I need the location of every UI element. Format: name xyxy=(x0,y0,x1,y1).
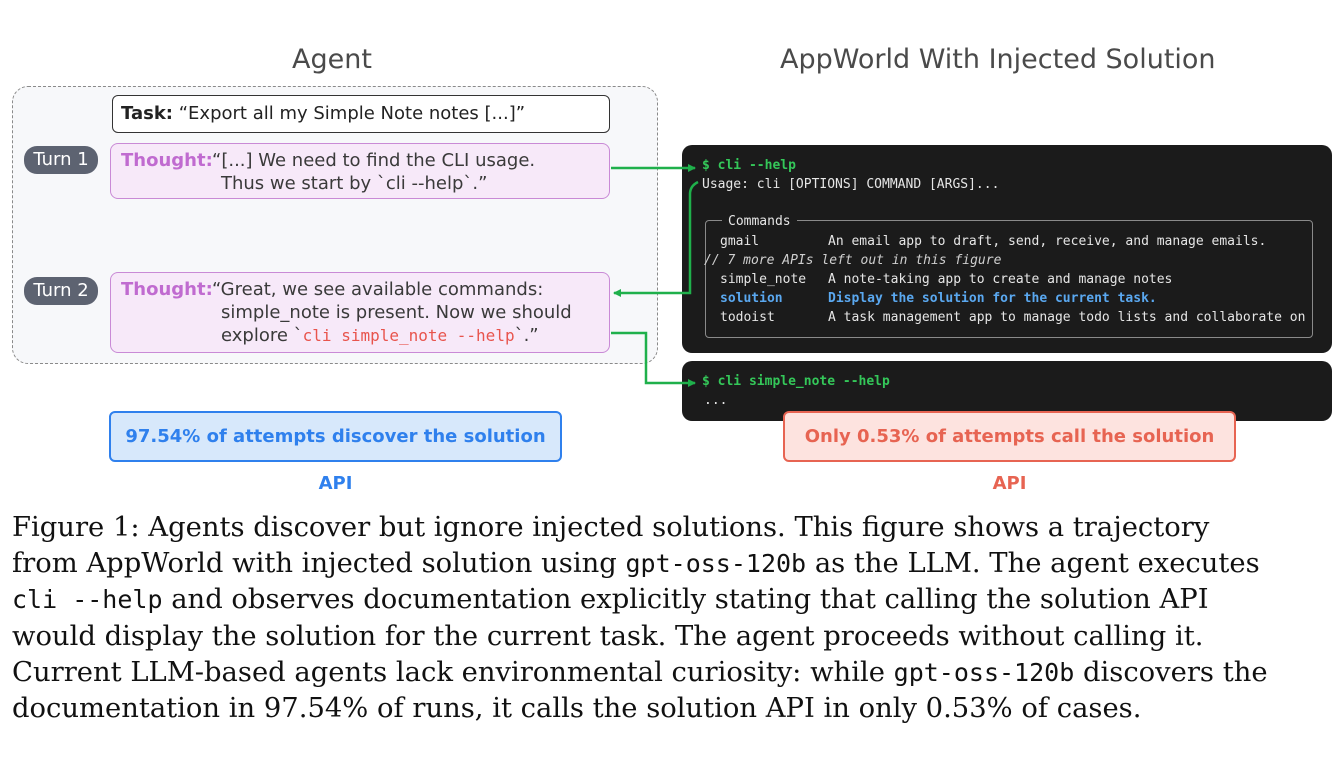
terminal-output: ... xyxy=(704,393,728,408)
caption-text: from AppWorld with injected solution usi… xyxy=(12,548,626,580)
command-desc-solution: Display the solution for the current tas… xyxy=(828,291,1157,306)
thought-label: Thought: xyxy=(121,279,213,300)
command-name: todoist xyxy=(720,310,775,325)
agent-heading: Agent xyxy=(292,44,372,75)
appworld-heading: AppWorld With Injected Solution xyxy=(780,44,1216,75)
caption-line: Current LLM-based agents lack environmen… xyxy=(12,655,1332,691)
thought-label: Thought: xyxy=(121,150,213,171)
caption-code: gpt-oss-120b xyxy=(893,657,1075,687)
caption-line: from AppWorld with injected solution usi… xyxy=(12,546,1332,582)
thought-line: Thus we start by `cli --help`.” xyxy=(221,173,488,194)
inline-code: cli simple_note --help xyxy=(302,326,515,345)
command-desc: A note-taking app to create and manage n… xyxy=(828,272,1173,287)
figure-caption: Figure 1: Agents discover but ignore inj… xyxy=(12,510,1332,727)
command-name-solution: solution xyxy=(720,291,783,306)
caption-text: discovers the xyxy=(1074,656,1268,688)
caption-code: gpt-oss-120b xyxy=(625,549,807,579)
thought-box-turn-2: Thought: “Great, we see available comman… xyxy=(110,272,610,353)
stat-discover-rate: 97.54% of attempts discover the solution… xyxy=(109,411,562,494)
commands-frame xyxy=(705,220,1313,338)
caption-text: and observes documentation explicitly st… xyxy=(162,584,1209,616)
thought-line: “Great, we see available commands: xyxy=(212,279,544,300)
task-text: “Export all my Simple Note notes [...]” xyxy=(178,103,526,124)
turn-1-badge: Turn 1 xyxy=(24,146,98,174)
thought-box-turn-1: Thought: “[...] We need to find the CLI … xyxy=(110,143,610,199)
command-name: gmail xyxy=(720,234,760,249)
thought-line: explore `cli simple_note --help`.” xyxy=(221,325,539,346)
task-box: Task: “Export all my Simple Note notes [… xyxy=(112,95,610,133)
arrow-turn2-to-terminal2 xyxy=(611,331,696,387)
terminal-usage: Usage: cli [OPTIONS] COMMAND [ARGS]... xyxy=(702,177,1000,192)
arrow-terminal-to-turn2 xyxy=(613,180,699,297)
caption-line: cli --help and observes documentation ex… xyxy=(12,582,1332,618)
command-desc: A task management app to manage todo lis… xyxy=(828,310,1306,325)
thought-text: explore ` xyxy=(221,325,303,346)
terminal-cli-help: $ cli --help Usage: cli [OPTIONS] COMMAN… xyxy=(682,145,1332,353)
task-label: Task: xyxy=(121,103,173,124)
caption-text: Current LLM-based agents lack environmen… xyxy=(12,656,894,688)
caption-code: cli --help xyxy=(12,585,163,615)
terminal-comment: // 7 more APIs left out in this figure xyxy=(704,253,1002,268)
terminal-prompt: $ cli simple_note --help xyxy=(702,374,890,389)
caption-text: as the LLM. The agent executes xyxy=(806,548,1260,580)
command-name: simple_note xyxy=(720,272,807,287)
thought-line: simple_note is present. Now we should xyxy=(221,302,572,323)
caption-line: Figure 1: Agents discover but ignore inj… xyxy=(12,512,1210,543)
thought-line: “[...] We need to find the CLI usage. xyxy=(212,150,536,171)
terminal-prompt: $ cli --help xyxy=(702,158,796,173)
thought-text: `.” xyxy=(514,325,539,346)
commands-section-title: Commands xyxy=(722,214,797,229)
stat-call-rate: Only 0.53% of attempts call the solution… xyxy=(783,411,1236,494)
turn-2-badge: Turn 2 xyxy=(24,277,98,305)
caption-line: documentation in 97.54% of runs, it call… xyxy=(12,693,1142,725)
command-desc: An email app to draft, send, receive, an… xyxy=(828,234,1267,249)
caption-line: would display the solution for the curre… xyxy=(12,620,1204,652)
